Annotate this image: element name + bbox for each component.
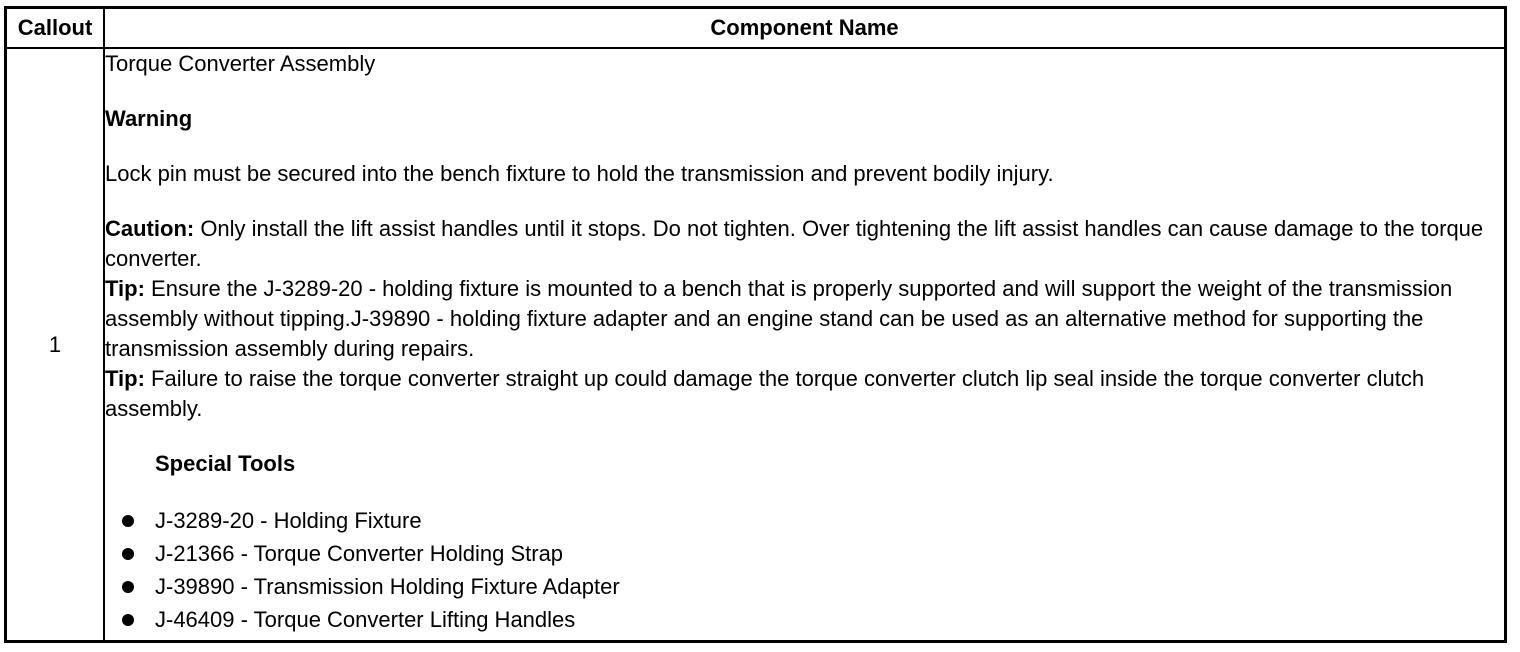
tool-label: J-39890 - Transmission Holding Fixture A…	[155, 573, 620, 599]
tool-label: J-21366 - Torque Converter Holding Strap	[155, 540, 564, 566]
bullet-icon	[122, 547, 134, 560]
special-tools-list: J-3289-20 - Holding Fixture J-21366 - To…	[105, 504, 1504, 636]
bullet-icon	[122, 580, 134, 593]
warning-text: Lock pin must be secured into the bench …	[105, 161, 1054, 186]
tip-note: Tip: Ensure the J-3289-20 - holding fixt…	[105, 274, 1504, 364]
special-tools-heading: Special Tools	[155, 451, 296, 476]
caution-label: Caution:	[105, 216, 195, 241]
bullet-icon	[122, 514, 134, 527]
header-callout: Callout	[4, 6, 105, 49]
component-table: Callout Component Name 1 Torque Converte…	[4, 6, 1507, 643]
warning-heading: Warning	[105, 106, 193, 131]
caution-text: Only install the lift assist handles unt…	[105, 216, 1484, 271]
caution-note: Caution: Only install the lift assist ha…	[105, 214, 1504, 274]
tip-label: Tip:	[105, 276, 145, 301]
bullet-icon	[122, 613, 134, 626]
component-details: Torque Converter Assembly Warning Lock p…	[103, 47, 1507, 643]
component-title: Torque Converter Assembly	[105, 51, 376, 76]
header-component-name: Component Name	[103, 6, 1507, 49]
list-item: J-39890 - Transmission Holding Fixture A…	[105, 570, 1504, 603]
list-item: J-3289-20 - Holding Fixture	[105, 504, 1504, 537]
tip-note: Tip: Failure to raise the torque convert…	[105, 364, 1504, 424]
header-row: Callout Component Name	[4, 6, 1507, 49]
tip-label: Tip:	[105, 366, 145, 391]
callout-number: 1	[4, 47, 105, 643]
list-item: J-46409 - Torque Converter Lifting Handl…	[105, 603, 1504, 636]
table-row: 1 Torque Converter Assembly Warning Lock…	[4, 47, 1507, 643]
tip-text: Ensure the J-3289-20 - holding fixture i…	[105, 276, 1453, 361]
tool-label: J-3289-20 - Holding Fixture	[155, 507, 422, 533]
list-item: J-21366 - Torque Converter Holding Strap	[105, 537, 1504, 570]
tool-label: J-46409 - Torque Converter Lifting Handl…	[155, 606, 576, 632]
tip-text: Failure to raise the torque converter st…	[105, 366, 1425, 421]
